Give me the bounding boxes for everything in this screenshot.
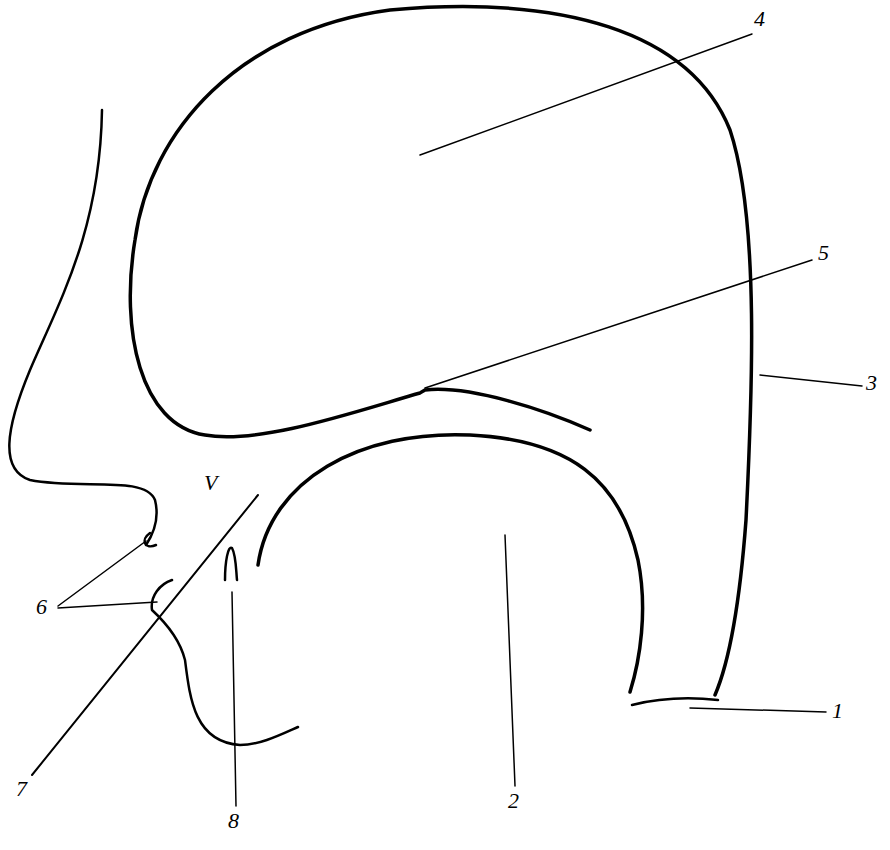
leader-line: [690, 708, 826, 712]
tongue-outline: [258, 435, 643, 692]
leader-line: [760, 375, 862, 386]
upper-lip-curl: [145, 533, 156, 546]
callout-number: 6: [36, 596, 47, 618]
callout-number: 8: [228, 810, 239, 832]
leader-line: [420, 34, 752, 155]
face-profile-lower: [152, 580, 298, 745]
callout-number: 1: [832, 700, 843, 722]
leader-line: [58, 541, 146, 606]
face-profile-upper: [9, 110, 156, 545]
callout-number: 2: [508, 790, 519, 812]
leader-line: [505, 535, 515, 786]
larynx-line: [632, 698, 718, 705]
cranial-outline: [130, 7, 751, 695]
teeth-curl: [225, 548, 237, 580]
callout-number: V: [204, 472, 217, 494]
leader-line: [58, 602, 157, 608]
leader-line: [425, 260, 812, 388]
callout-number: 5: [818, 242, 829, 264]
callout-number: 3: [866, 372, 877, 394]
lip-line: [32, 495, 258, 775]
callout-number: 7: [16, 778, 27, 800]
leader-line: [232, 592, 236, 806]
callout-number: 4: [754, 8, 765, 30]
